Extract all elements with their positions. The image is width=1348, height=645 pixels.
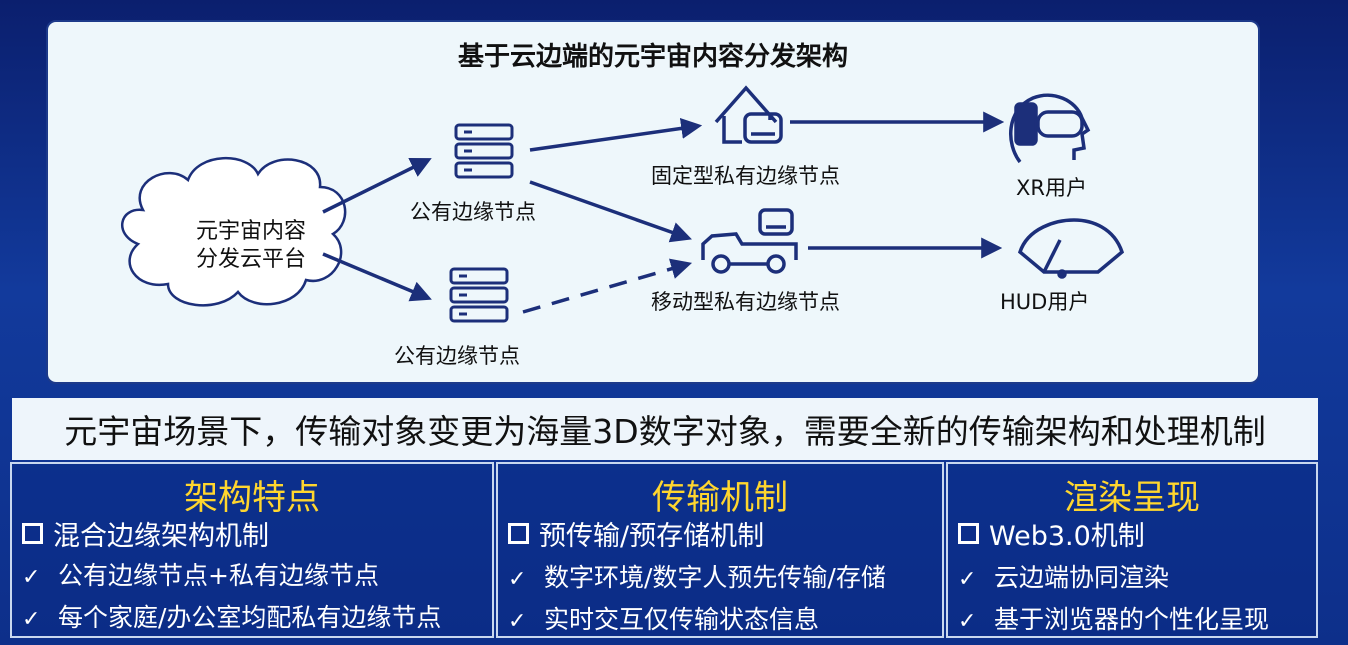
diagram-graphics (120, 85, 1125, 323)
feature-item: 混合边缘架构机制 (22, 514, 269, 553)
column-architecture: 架构特点 混合边缘架构机制 ✓ 公有边缘节点+私有边缘节点 ✓ 每个家庭/办公室均配… (10, 462, 494, 638)
bullet-text: 公有边缘节点+私有边缘节点 (58, 561, 379, 590)
feature-item: Web3.0机制 (958, 514, 1145, 553)
checkmark-icon: ✓ (508, 567, 527, 592)
bullet-text: 每个家庭/办公室均配私有边缘节点 (58, 603, 442, 632)
cloud-platform-label: 元宇宙内容 分发云平台 (166, 218, 336, 274)
bullet-text: 实时交互仅传输状态信息 (544, 605, 820, 634)
hud-user-label: HUD用户 (1000, 290, 1090, 314)
bullet-item: ✓ 云边端协同渲染 (958, 558, 1169, 594)
bullet-text: 基于浏览器的个性化呈现 (994, 605, 1270, 634)
feature-text: 混合边缘架构机制 (53, 521, 269, 552)
server-icon-top (454, 123, 514, 179)
column-rendering: 渲染呈现 Web3.0机制 ✓ 云边端协同渲染 ✓ 基于浏览器的个性化呈现 (946, 462, 1318, 638)
cloud-icon (120, 156, 347, 307)
truck-drive-icon (701, 208, 798, 274)
column-heading: 传输机制 (652, 478, 788, 518)
house-drive-icon (714, 85, 783, 144)
xr-headset-icon (1009, 93, 1091, 164)
checkmark-icon: ✓ (508, 609, 527, 634)
bullet-text: 云边端协同渲染 (994, 563, 1170, 592)
checkmark-icon: ✓ (22, 607, 41, 632)
flow-arrows (322, 111, 1005, 314)
bullet-item: ✓ 公有边缘节点+私有边缘节点 (22, 556, 379, 592)
bullet-item: ✓ 基于浏览器的个性化呈现 (958, 600, 1269, 636)
fixed-private-node-label: 固定型私有边缘节点 (651, 164, 840, 188)
column-heading: 渲染呈现 (1064, 478, 1200, 518)
diagram-title: 基于云边端的元宇宙内容分发架构 (457, 42, 848, 72)
public-node-label-bottom: 公有边缘节点 (394, 344, 520, 368)
cloud-label-line2: 分发云平台 (195, 247, 306, 272)
bullet-text: 数字环境/数字人预先传输/存储 (544, 563, 886, 592)
checkmark-icon: ✓ (22, 565, 41, 590)
feature-text: 预传输/预存储机制 (539, 521, 765, 552)
checkbox-square-icon (508, 523, 529, 544)
column-heading: 架构特点 (184, 478, 320, 518)
public-node-label-top: 公有边缘节点 (410, 200, 536, 224)
cloud-label-line1: 元宇宙内容 (195, 219, 306, 244)
hud-windshield-icon (1017, 218, 1125, 279)
mobile-private-node-label: 移动型私有边缘节点 (651, 290, 840, 314)
summary-banner: 元宇宙场景下，传输对象变更为海量3D数字对象，需要全新的传输架构和处理机制 (12, 398, 1318, 460)
checkbox-square-icon (958, 523, 979, 544)
bullet-item: ✓ 每个家庭/办公室均配私有边缘节点 (22, 598, 441, 634)
checkmark-icon: ✓ (958, 609, 977, 634)
feature-text: Web3.0机制 (989, 521, 1145, 552)
feature-item: 预传输/预存储机制 (508, 514, 764, 553)
server-icon-bottom (449, 267, 509, 323)
column-transmission: 传输机制 预传输/预存储机制 ✓ 数字环境/数字人预先传输/存储 ✓ 实时交互仅传输… (496, 462, 944, 638)
architecture-diagram-panel: 基于云边端的元宇宙内容分发架构 (46, 20, 1260, 384)
xr-user-label: XR用户 (1016, 176, 1087, 200)
bullet-item: ✓ 数字环境/数字人预先传输/存储 (508, 558, 886, 594)
checkmark-icon: ✓ (958, 567, 977, 592)
checkbox-square-icon (22, 523, 43, 544)
bullet-item: ✓ 实时交互仅传输状态信息 (508, 600, 819, 636)
